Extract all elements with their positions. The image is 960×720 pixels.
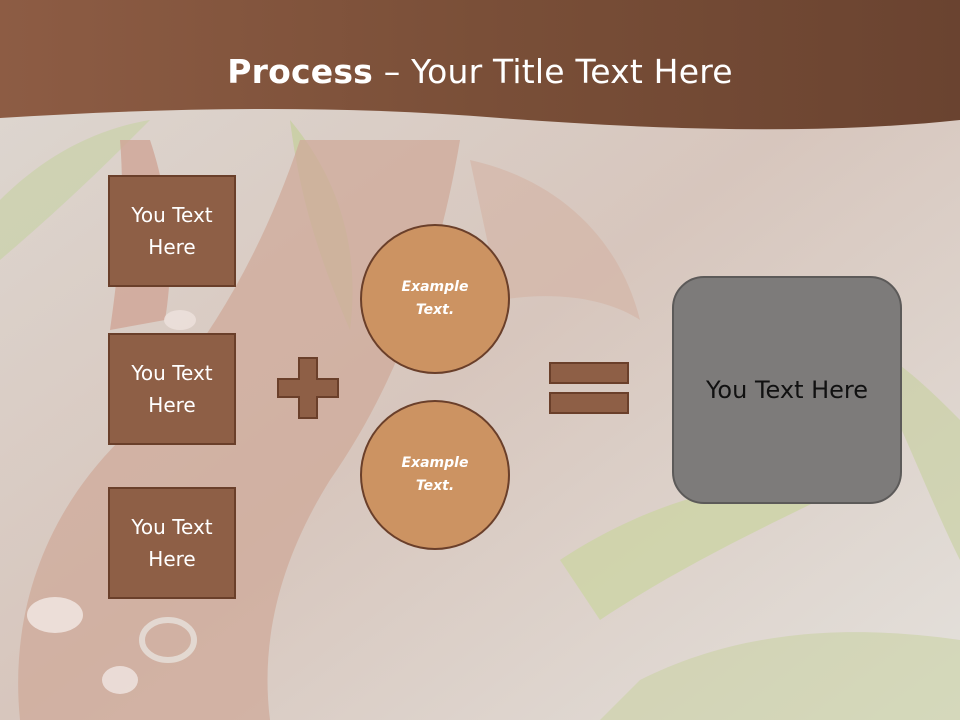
text-box-1[interactable]: You Text Here [108,175,236,287]
result-box-label: You Text Here [705,376,869,404]
text-box-3-label: You Text Here [131,515,213,571]
text-box-2-label: You Text Here [131,361,213,417]
example-circle-1-label: Example Text. [401,279,469,318]
example-circle-1[interactable]: Example Text. [360,224,510,374]
text-box-1-label: You Text Here [131,203,213,259]
plus-icon [277,357,339,419]
text-box-2[interactable]: You Text Here [108,333,236,445]
result-box[interactable]: You Text Here [672,276,902,504]
title-bold: Process [227,52,374,91]
example-circle-2-label: Example Text. [401,455,469,494]
text-box-3[interactable]: You Text Here [108,487,236,599]
equals-icon [549,362,629,414]
title-rest: – Your Title Text Here [373,52,733,91]
example-circle-2[interactable]: Example Text. [360,400,510,550]
page-title: Process – Your Title Text Here [0,52,960,91]
